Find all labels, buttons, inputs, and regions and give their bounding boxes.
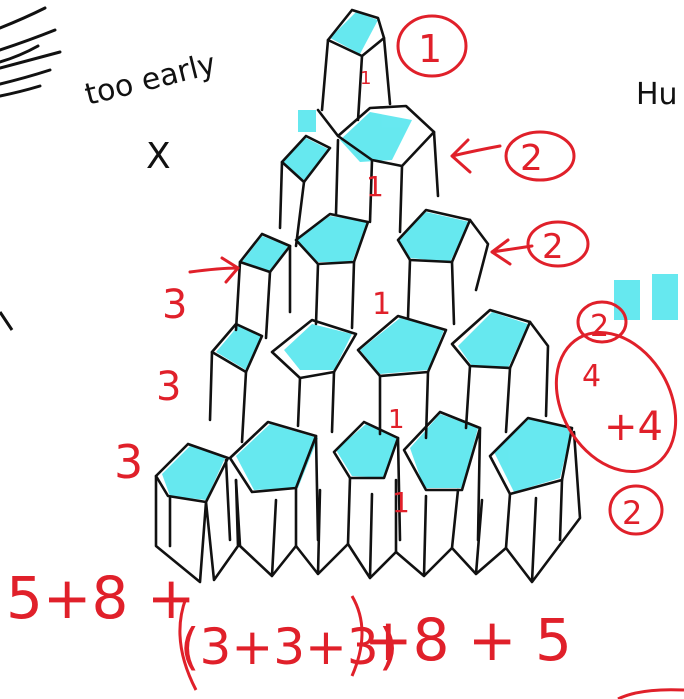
- circle-count-row4: [576, 300, 628, 344]
- cube-pyramid-drawing: [154, 8, 582, 584]
- arrow-right-row2: [450, 138, 502, 174]
- arrow-left-row3: [188, 256, 240, 284]
- cube-one-row3: 1: [372, 287, 391, 322]
- count-label-2d: 2: [622, 494, 642, 532]
- cube-one-row5: 1: [392, 486, 410, 519]
- side-sum-b: +4: [604, 404, 663, 450]
- count-label-2c: 2: [590, 309, 609, 344]
- side-sum-a: 4: [582, 359, 601, 394]
- scribble-topleft: [0, 6, 62, 98]
- left-label-3a: 3: [162, 282, 187, 328]
- edge-text: Hu: [636, 77, 678, 112]
- circle-count-row3: [526, 220, 590, 268]
- circle-count-top: [396, 14, 468, 78]
- count-label-1: 1: [418, 27, 442, 71]
- red-circles: [178, 14, 684, 699]
- bottom-right-arc: [617, 688, 684, 699]
- left-label-3c: 3: [114, 435, 143, 489]
- cube-one-row2: 1: [366, 170, 384, 203]
- count-label-2a: 2: [520, 138, 543, 179]
- cube-highlights: [162, 12, 678, 500]
- cube-one-top: 1: [360, 68, 371, 89]
- cross-mark: X: [146, 136, 171, 177]
- circle-count-row5: [608, 484, 664, 536]
- circle-count-row2: [504, 130, 576, 182]
- too-early-note: too early: [81, 47, 219, 113]
- cube-one-row4: 1: [388, 405, 405, 435]
- left-label-3b: 3: [156, 364, 181, 410]
- equation-part1: 5+8 +: [6, 564, 195, 632]
- scribble-left-mark: [0, 311, 14, 331]
- equation-part2: (3+3+3): [180, 618, 398, 676]
- paren-bracket: [178, 595, 364, 691]
- equation-part3: +8 + 5: [364, 606, 572, 674]
- red-arrows: [188, 138, 534, 284]
- arrow-right-row3: [490, 238, 534, 266]
- count-label-2b: 2: [542, 227, 564, 267]
- circle-sum-side: [554, 330, 678, 474]
